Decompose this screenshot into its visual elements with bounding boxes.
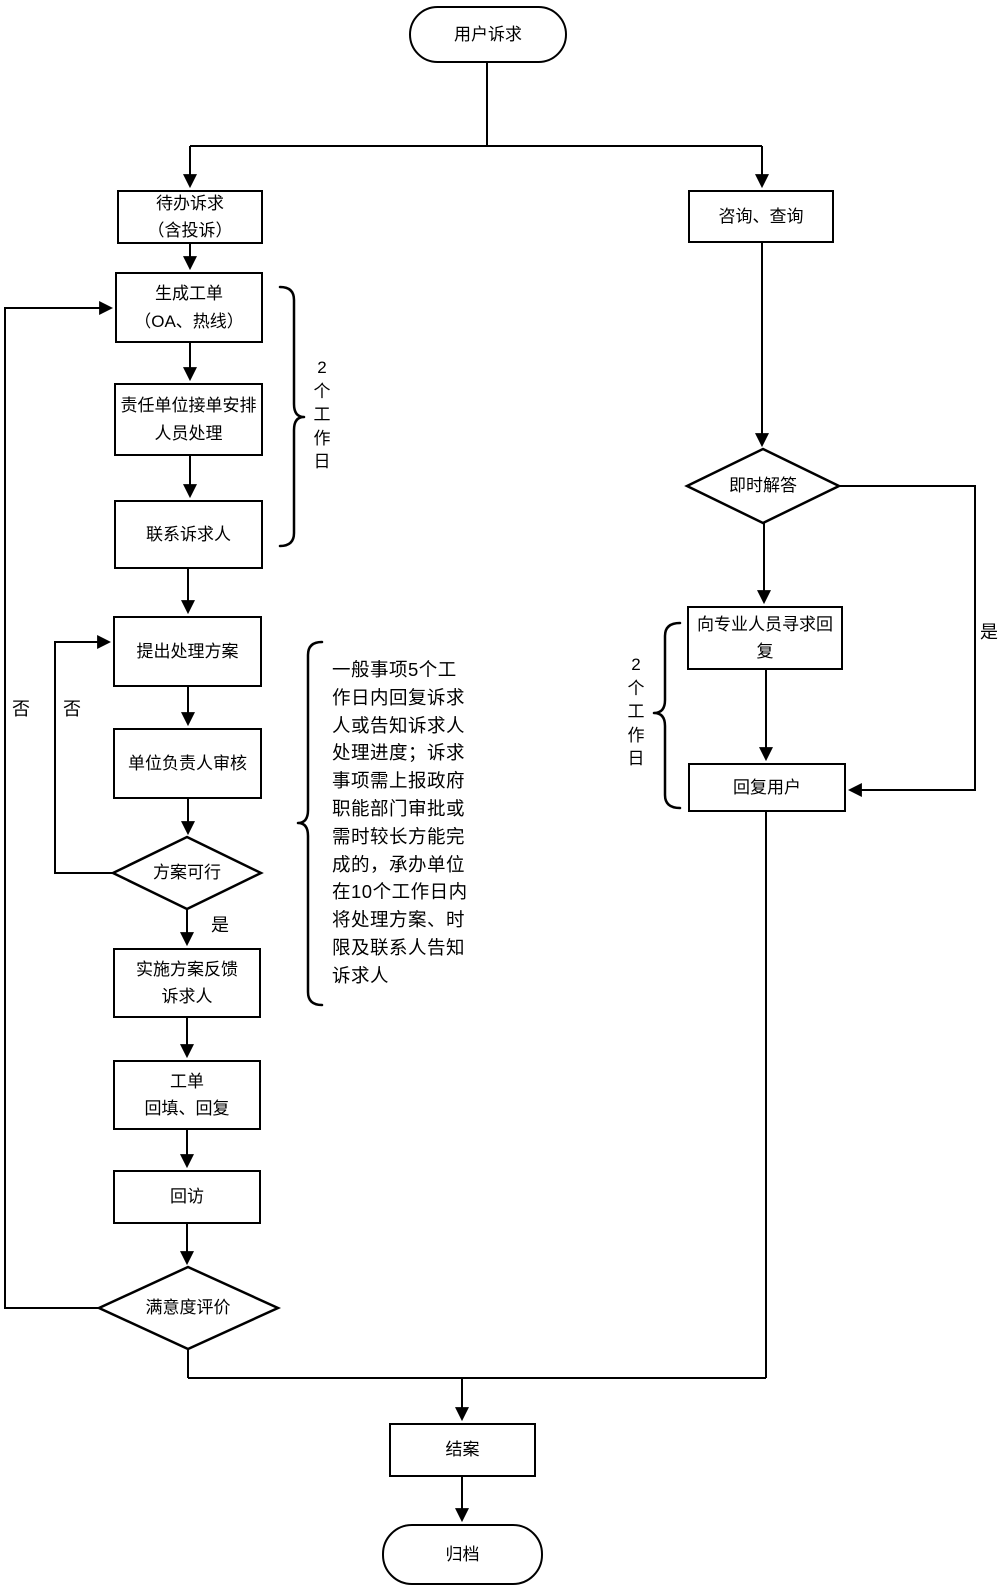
node-implement-feedback-label: 实施方案反馈 诉求人 (136, 959, 238, 1006)
label-no-satisfaction: 否 (12, 699, 30, 719)
decision-satisfaction (96, 1265, 282, 1351)
node-propose-plan: 提出处理方案 (113, 616, 262, 687)
node-generate-workorder-label: 生成工单 （OA、热线） (134, 284, 244, 331)
edge-satisfaction-no-loop (4, 301, 114, 1309)
node-user-request: 用户诉求 (409, 6, 567, 63)
decision-plan-feasible-label: 方案可行 (153, 863, 221, 882)
node-return-visit: 回访 (113, 1170, 261, 1224)
decision-plan-feasible (110, 835, 264, 911)
label-workdays-left: 2 个 工 作 日 (313, 358, 331, 471)
node-assign-handler: 责任单位接单安排 人员处理 (114, 383, 263, 456)
node-archive-label: 归档 (445, 1544, 480, 1564)
edge-feasible-no-loop (54, 635, 113, 874)
node-seek-professional-reply: 向专业人员寻求回复 (687, 606, 843, 670)
node-consult-query: 咨询、查询 (688, 190, 834, 243)
node-pending-request: 待办诉求 （含投诉） (117, 190, 263, 244)
node-workorder-backfill: 工单 回填、回复 (113, 1060, 261, 1130)
label-yes-feasible: 是 (211, 915, 229, 935)
node-implement-feedback: 实施方案反馈 诉求人 (113, 948, 261, 1018)
annotation-note: 一般事项5个工 作日内回复诉求 人或告知诉求人 处理进度；诉求 事项需上报政府 … (332, 659, 468, 986)
decision-instant-answer (684, 447, 842, 525)
node-reply-user: 回复用户 (688, 763, 846, 812)
node-leader-review-label: 单位负责人审核 (128, 753, 247, 773)
brace-workdays-right (652, 621, 682, 810)
label-no-feasible: 否 (63, 699, 81, 719)
node-pending-request-label: 待办诉求 （含投诉） (147, 193, 233, 240)
node-reply-user-label: 回复用户 (733, 777, 801, 797)
node-generate-workorder: 生成工单 （OA、热线） (115, 272, 263, 343)
node-consult-query-label: 咨询、查询 (718, 206, 804, 226)
brace-note (296, 640, 324, 1007)
node-return-visit-label: 回访 (170, 1187, 204, 1207)
node-close-case-label: 结案 (445, 1440, 480, 1460)
node-contact-requester: 联系诉求人 (114, 500, 263, 569)
brace-workdays-left (278, 285, 306, 548)
label-yes-instant: 是 (980, 622, 998, 642)
node-archive: 归档 (382, 1524, 543, 1585)
edge-instant-yes-branch (839, 485, 976, 797)
node-propose-plan-label: 提出处理方案 (136, 641, 239, 661)
node-user-request-label: 用户诉求 (454, 24, 522, 44)
label-workdays-right: 2 个 工 作 日 (627, 655, 645, 768)
node-workorder-backfill-label: 工单 回填、回复 (144, 1071, 230, 1118)
node-leader-review: 单位负责人审核 (113, 728, 262, 799)
decision-satisfaction-label: 满意度评价 (145, 1298, 231, 1317)
node-seek-professional-reply-label: 向专业人员寻求回复 (697, 614, 833, 661)
decision-instant-answer-label: 即时解答 (729, 476, 797, 495)
node-contact-requester-label: 联系诉求人 (146, 524, 231, 544)
node-close-case: 结案 (389, 1423, 536, 1477)
node-assign-handler-label: 责任单位接单安排 人员处理 (120, 396, 257, 443)
